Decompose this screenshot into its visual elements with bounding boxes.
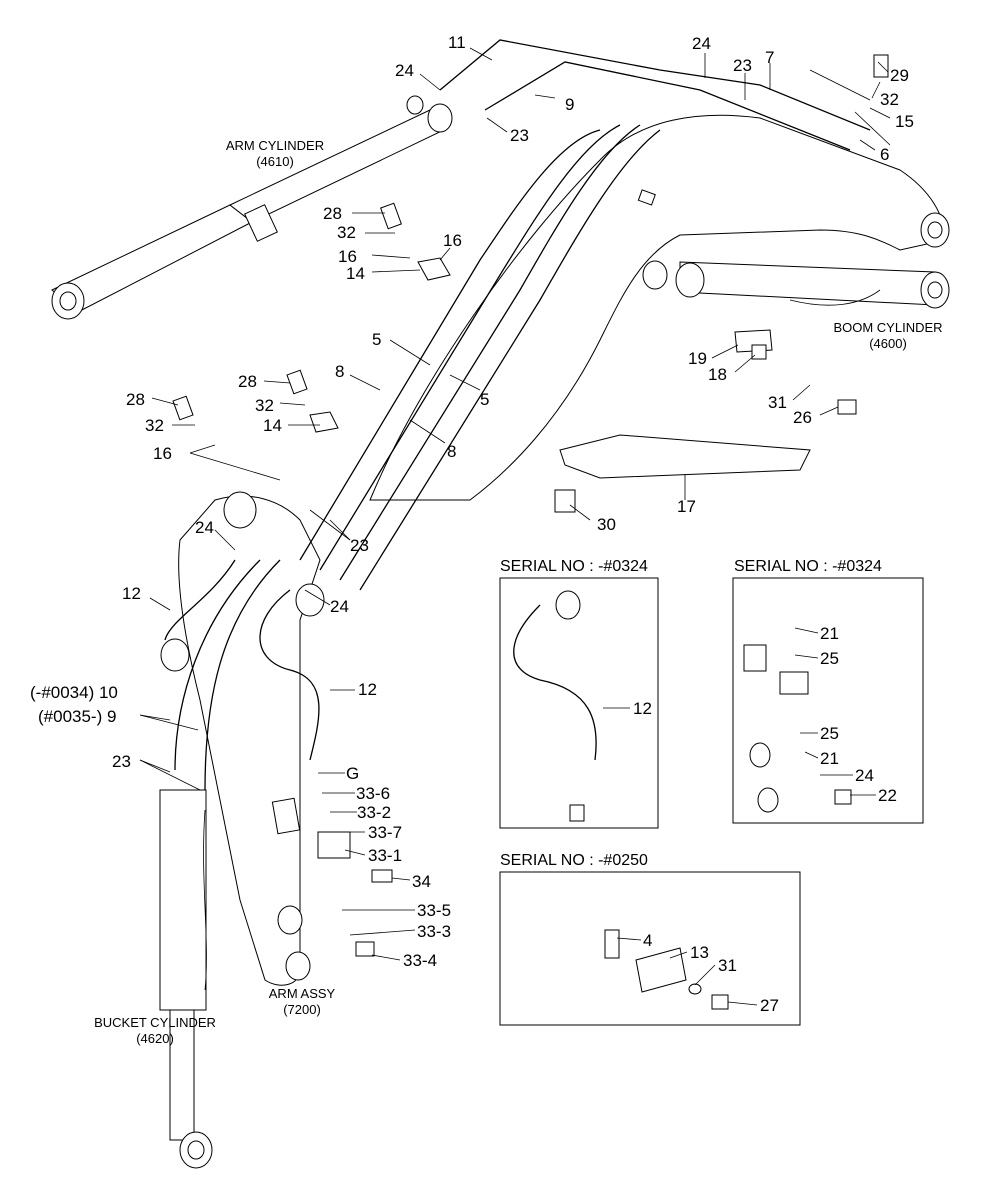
inset-title-2: SERIAL NO : -#0324 [734, 558, 882, 575]
callout-22: 22 [878, 786, 897, 805]
arm-cylinder-code: (4610) [256, 154, 294, 169]
callout-23: 23 [733, 56, 752, 75]
callout-23: 23 [112, 752, 131, 771]
component-captions: ARM CYLINDER (4610) BOOM CYLINDER (4600)… [94, 138, 942, 1046]
arm-assy-label: ARM ASSY [269, 986, 336, 1001]
bucket-cylinder-label: BUCKET CYLINDER [94, 1015, 216, 1030]
callout-24: 24 [195, 518, 214, 537]
callout-28: 28 [323, 204, 342, 223]
callout-21: 21 [820, 749, 839, 768]
boom-structure [369, 114, 950, 501]
callout-14: 14 [263, 416, 282, 435]
callout-32: 32 [145, 416, 164, 435]
callout-24: 24 [395, 61, 414, 80]
callout-23: 23 [350, 536, 369, 555]
callout-7: 7 [765, 48, 774, 67]
callout-25: 25 [820, 649, 839, 668]
callout-24: 24 [330, 597, 349, 616]
callout-33-6: 33-6 [356, 784, 390, 803]
bucket-cylinder-code: (4620) [136, 1031, 174, 1046]
callout-27: 27 [760, 996, 779, 1015]
callout-16: 16 [153, 444, 172, 463]
callout-5: 5 [372, 330, 381, 349]
leader-lines [139, 47, 891, 1006]
callout-4: 4 [643, 931, 652, 950]
callout-16: 16 [338, 247, 357, 266]
callout-6: 6 [880, 145, 889, 164]
callout-11: 11 [448, 33, 466, 52]
callout-25: 25 [820, 724, 839, 743]
callout-9-serial: (#0035-) 9 [38, 707, 116, 726]
inset-serial-0250-clamp [499, 871, 801, 1026]
callout-21: 21 [820, 624, 839, 643]
callout-19: 19 [688, 349, 707, 368]
callout-31: 31 [768, 393, 787, 412]
callout-labels: 11 24 9 23 24 23 7 29 32 15 6 28 32 16 1… [30, 33, 914, 1015]
callout-9: 9 [565, 95, 574, 114]
callout-10-serial: (-#0034) 10 [30, 683, 118, 702]
callout-12: 12 [122, 584, 141, 603]
arm-assy-code: (7200) [283, 1002, 321, 1017]
callout-33-4: 33-4 [403, 951, 437, 970]
callout-18: 18 [708, 365, 727, 384]
callout-28: 28 [126, 390, 145, 409]
callout-G: G [346, 764, 359, 783]
callout-33-2: 33-2 [357, 803, 391, 822]
callout-30: 30 [597, 515, 616, 534]
callout-34: 34 [412, 872, 431, 891]
callout-29: 29 [890, 66, 909, 85]
callout-28: 28 [238, 372, 257, 391]
callout-8: 8 [335, 362, 344, 381]
callout-33-3: 33-3 [417, 922, 451, 941]
inset-title-1: SERIAL NO : -#0324 [500, 558, 648, 575]
callout-32: 32 [337, 223, 356, 242]
boom-cylinder [675, 261, 950, 309]
callout-13: 13 [690, 943, 709, 962]
clamps-and-fittings [172, 54, 889, 957]
callout-24: 24 [855, 766, 874, 785]
callout-5: 5 [480, 390, 489, 409]
callout-8: 8 [447, 442, 456, 461]
inset-serial-0324-fittings [732, 577, 924, 824]
boom-cylinder-code: (4600) [869, 336, 907, 351]
callout-24: 24 [692, 34, 711, 53]
callout-12: 12 [358, 680, 377, 699]
bucket-cylinder [159, 789, 213, 1169]
callout-32: 32 [880, 90, 899, 109]
callout-14: 14 [346, 264, 365, 283]
callout-31: 31 [718, 956, 737, 975]
arm-cylinder [51, 95, 453, 320]
callout-33-1: 33-1 [368, 846, 402, 865]
inset-title-3: SERIAL NO : -#0250 [500, 852, 648, 869]
callout-26: 26 [793, 408, 812, 427]
callout-16: 16 [443, 231, 462, 250]
callout-33-7: 33-7 [368, 823, 402, 842]
inset-serial-0324-hose [499, 577, 659, 829]
arm-assembly [160, 491, 325, 986]
boom-cylinder-label: BOOM CYLINDER [833, 320, 942, 335]
inset-titles: SERIAL NO : -#0324 SERIAL NO : -#0324 SE… [500, 558, 882, 869]
callout-23: 23 [510, 126, 529, 145]
hydraulic-lines [164, 39, 891, 991]
callout-17: 17 [677, 497, 696, 516]
callout-32: 32 [255, 396, 274, 415]
arm-cylinder-label: ARM CYLINDER [226, 138, 324, 153]
callout-33-5: 33-5 [417, 901, 451, 920]
callout-15: 15 [895, 112, 914, 131]
callout-12-inset: 12 [633, 699, 652, 718]
